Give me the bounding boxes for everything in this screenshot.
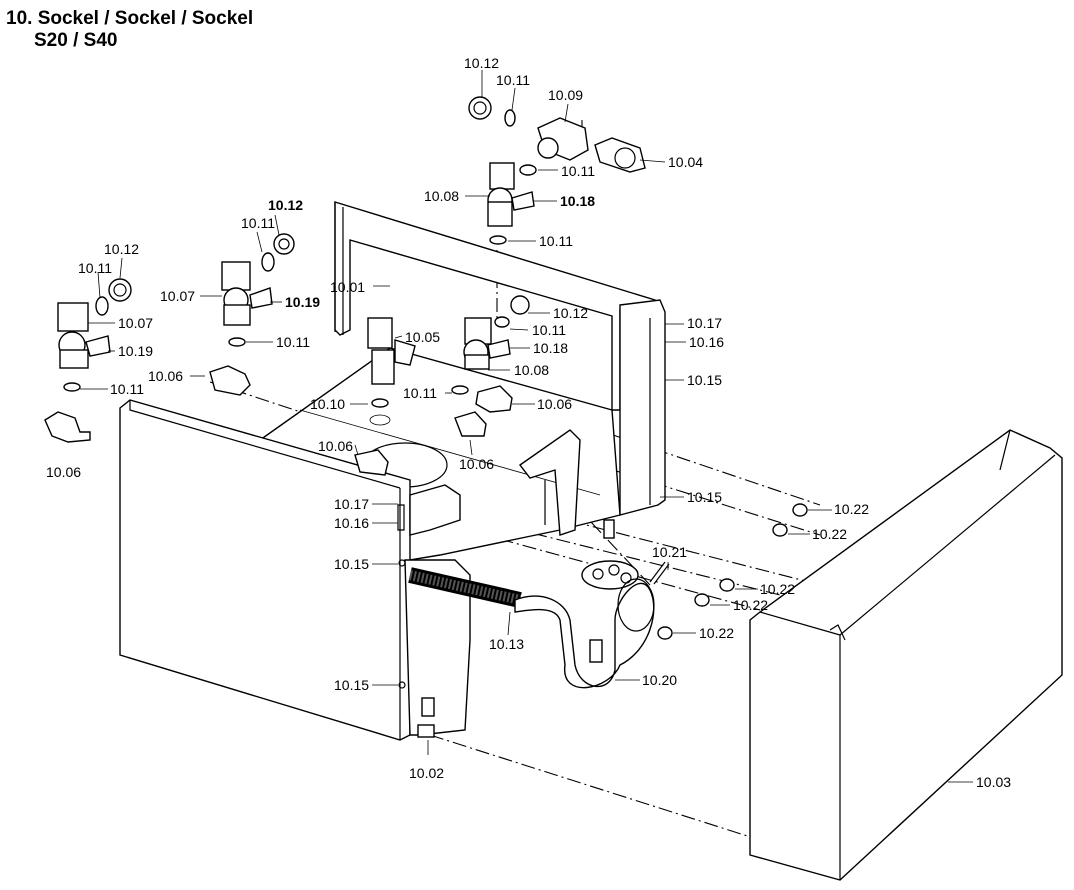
part-number-labels: 10.12 10.11 10.09 10.04 10.11 10.08 10.1… (46, 55, 1011, 790)
part-label: 10.06 (46, 464, 81, 480)
part-label: 10.11 (561, 163, 595, 179)
leader-lines (80, 70, 973, 783)
diagram-title: 10. Sockel / Sockel / Sockel S20 / S40 (6, 8, 253, 52)
part-label: 10.22 (812, 526, 847, 542)
diagram-title-line2: S20 / S40 (34, 30, 118, 51)
part-label: 10.06 (459, 456, 494, 472)
siphon-10-20 (514, 560, 655, 689)
part-label: 10.17 (334, 496, 369, 512)
part-label: 10.05 (405, 329, 440, 345)
part-label: 10.09 (548, 87, 583, 103)
small-fittings (44, 96, 808, 640)
part-label: 10.06 (318, 438, 353, 454)
part-label: 10.19 (118, 343, 153, 359)
part-label: 10.22 (834, 501, 869, 517)
part-label: 10.13 (489, 636, 524, 652)
drain-hose-10-13 (408, 567, 522, 608)
part-label: 10.12 (268, 197, 303, 213)
part-label: 10.19 (285, 294, 320, 310)
part-label: 10.22 (699, 625, 734, 641)
part-label: 10.06 (537, 396, 572, 412)
part-label: 10.22 (733, 597, 768, 613)
part-label: 10.18 (560, 193, 595, 209)
part-label: 10.08 (424, 188, 459, 204)
front-cover-10-03 (749, 429, 1063, 881)
part-label: 10.10 (310, 396, 345, 412)
part-label: 10.15 (687, 372, 722, 388)
part-label: 10.15 (334, 677, 369, 693)
part-label: 10.12 (464, 55, 499, 71)
part-label: 10.11 (241, 215, 275, 231)
part-label: 10.18 (533, 340, 568, 356)
part-label: 10.11 (78, 260, 112, 276)
part-label: 10.15 (687, 489, 722, 505)
part-label: 10.07 (118, 315, 153, 331)
part-label: 10.11 (403, 385, 437, 401)
part-label: 10.11 (276, 334, 310, 350)
part-label: 10.11 (539, 233, 573, 249)
part-label: 10.22 (760, 581, 795, 597)
part-label: 10.17 (687, 315, 722, 331)
part-label: 10.08 (514, 362, 549, 378)
part-label: 10.11 (532, 322, 566, 338)
part-label: 10.16 (689, 334, 724, 350)
part-label: 10.07 (160, 288, 195, 304)
part-label: 10.15 (334, 556, 369, 572)
part-label: 10.11 (110, 381, 144, 397)
part-label: 10.12 (553, 305, 588, 321)
part-label: 10.04 (668, 154, 703, 170)
part-label: 10.12 (104, 241, 139, 257)
part-label: 10.11 (496, 72, 530, 88)
part-label: 10.21 (652, 544, 687, 560)
front-left-side-panel (119, 399, 615, 741)
part-label: 10.03 (976, 774, 1011, 790)
diagram-title-line1: 10. Sockel / Sockel / Sockel (6, 8, 254, 29)
part-label: 10.16 (334, 515, 369, 531)
part-label: 10.01 (330, 279, 365, 295)
part-label: 10.02 (409, 765, 444, 781)
part-label: 10.20 (642, 672, 677, 688)
part-label: 10.06 (148, 368, 183, 384)
